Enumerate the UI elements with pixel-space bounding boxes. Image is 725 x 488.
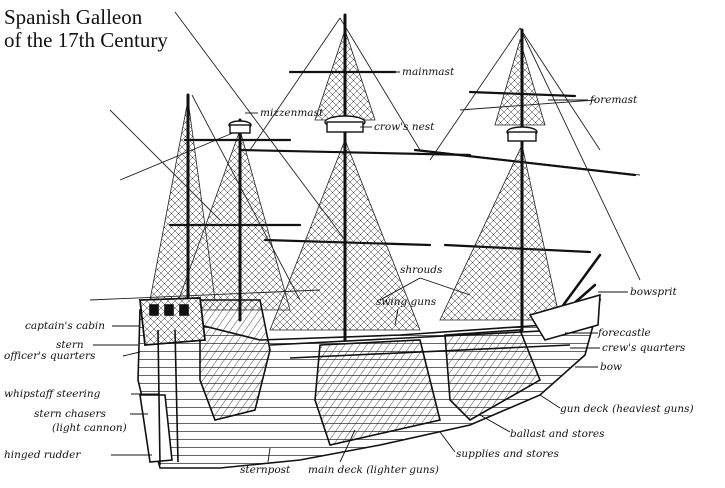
label-foremast: foremast: [590, 94, 638, 106]
label-forecastle: forecastle: [598, 327, 651, 339]
label-main-deck: main deck (lighter guns): [308, 464, 440, 476]
label-sternpost: sternpost: [240, 464, 291, 476]
label-hinged-rudder: hinged rudder: [4, 449, 81, 461]
label-gun-deck: gun deck (heaviest guns): [560, 403, 694, 415]
diagram-title: Spanish Galleon of the 17th Century: [4, 6, 168, 52]
leader-lines: [93, 71, 628, 463]
shrouds-nets: [149, 28, 561, 331]
label-stern-chasers: stern chasers: [34, 408, 106, 420]
label-captains-cabin: captain's cabin: [25, 320, 106, 332]
label-swing-guns: swing guns: [376, 296, 437, 308]
hull: [137, 293, 602, 469]
label-ballast-and-stores: ballast and stores: [510, 428, 605, 440]
label-officers-quarters: officer's quarters: [4, 350, 96, 362]
label-mainmast: mainmast: [402, 66, 455, 78]
label-supplies-and-stores: supplies and stores: [456, 448, 559, 460]
label-stern-chasers-note: (light cannon): [52, 422, 127, 434]
mast-tops: [228, 115, 538, 142]
label-mizzenmast: mizzenmast: [260, 107, 324, 119]
label-crows-nest: crow's nest: [374, 121, 435, 133]
label-shrouds: shrouds: [400, 264, 443, 276]
title-line-2: of the 17th Century: [4, 28, 168, 52]
label-whipstaff-steering: whipstaff steering: [4, 388, 101, 400]
label-bowsprit: bowsprit: [630, 286, 677, 298]
label-crews-quarters: crew's quarters: [602, 342, 686, 354]
label-bow: bow: [600, 361, 623, 373]
masts: [186, 13, 524, 342]
title-line-1: Spanish Galleon: [4, 5, 143, 29]
label-stern: stern: [56, 339, 84, 351]
